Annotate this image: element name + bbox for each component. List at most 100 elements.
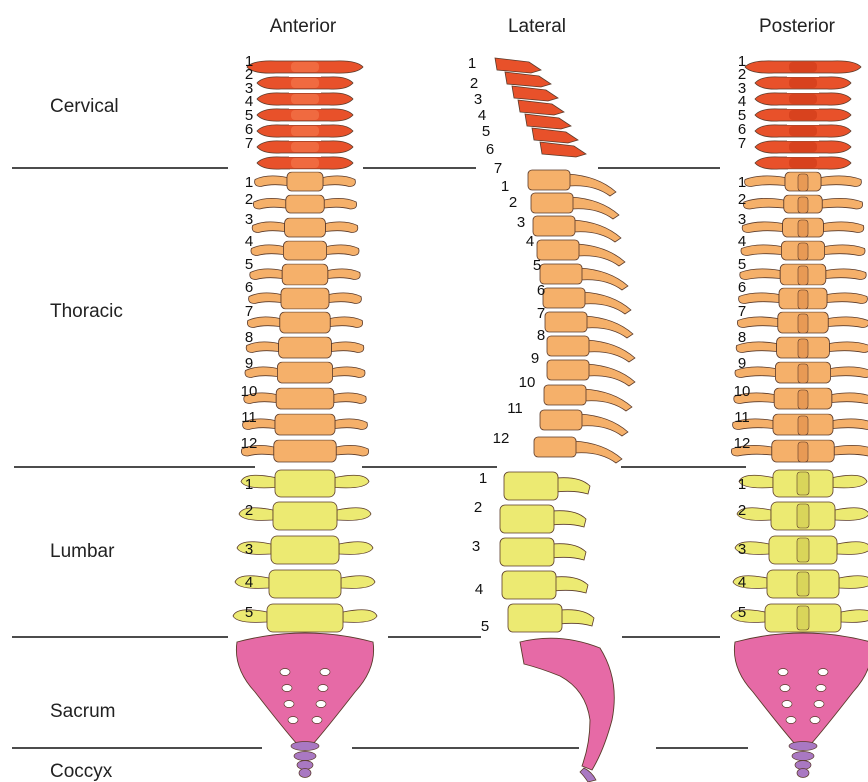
transverse-process (250, 269, 282, 280)
spinous-process (798, 390, 808, 409)
spinous-process (560, 610, 594, 626)
thoracic-vertebra (544, 385, 586, 405)
cervical-body (789, 158, 817, 168)
vertebra-number: 6 (486, 141, 494, 158)
transverse-process (832, 393, 868, 404)
vertebra-number: 10 (241, 383, 258, 400)
cervical-body (789, 110, 817, 120)
cervical-body (291, 110, 319, 120)
cervical-vertebra (505, 72, 551, 87)
cervical-body (789, 78, 817, 88)
spinous-process (798, 416, 808, 435)
vertebra-number: 4 (245, 233, 253, 250)
vertebra-number: 3 (517, 214, 525, 231)
cervical-body (789, 94, 817, 104)
cervical-body (789, 62, 817, 72)
thoracic-vertebra (279, 337, 332, 358)
label-sacrum: Sacrum (50, 701, 115, 722)
thoracic-vertebra (531, 193, 573, 213)
transverse-process (731, 610, 765, 623)
transverse-process (327, 245, 359, 256)
transverse-process (821, 176, 861, 187)
sacral-foramen (312, 717, 322, 724)
vertebra-number: 9 (245, 355, 253, 372)
cervical-body (291, 126, 319, 136)
spinous-process (797, 538, 809, 562)
spinous-process (798, 290, 808, 309)
coccyx-segment (291, 742, 319, 751)
spinous-process (587, 364, 635, 386)
thoracic-vertebra (547, 336, 589, 356)
spinous-process (577, 244, 625, 266)
sacral-foramen (316, 701, 326, 708)
spinous-process (797, 504, 809, 528)
transverse-process (841, 610, 868, 623)
thoracic-vertebra (281, 288, 329, 309)
transverse-process (331, 342, 363, 353)
spinous-process (798, 197, 808, 213)
spinous-process (798, 243, 808, 260)
lumbar-vertebra (502, 571, 556, 599)
coccyx-segment (294, 752, 316, 761)
vertebra-numbers-anterior: 123456712345678910111212345 (241, 53, 258, 621)
cervical-vertebra (525, 114, 571, 129)
vertebra-number: 3 (738, 541, 746, 558)
transverse-process (343, 610, 377, 623)
lumbar-vertebra (500, 538, 554, 566)
sacral-foramen (816, 685, 826, 692)
lumbar-vertebra (508, 604, 562, 632)
spinous-process (797, 606, 809, 630)
spinous-process (584, 389, 632, 411)
vertebra-number: 2 (245, 502, 253, 519)
vertebra-number: 11 (734, 409, 750, 426)
thoracic-vertebra (276, 388, 334, 409)
cervical-vertebra (540, 142, 586, 157)
thoracic-vertebra (285, 218, 326, 237)
sacral-foramen (280, 669, 290, 676)
vertebra-number: 1 (245, 174, 253, 191)
vertebra-number: 7 (245, 303, 253, 320)
spinous-process (798, 314, 808, 333)
vertebra-number: 2 (470, 75, 478, 92)
spinous-process (797, 572, 809, 596)
spinous-process (556, 478, 590, 494)
transverse-process (339, 542, 373, 555)
vertebra-number: 8 (245, 329, 253, 346)
sacrum-bone (520, 638, 614, 770)
transverse-process (839, 576, 868, 589)
sacral-foramen (318, 685, 328, 692)
transverse-process (251, 245, 283, 256)
vertebra-number: 10 (519, 374, 536, 391)
transverse-process (826, 269, 866, 280)
thoracic-vertebra (547, 360, 589, 380)
vertebra-number: 3 (738, 211, 746, 228)
transverse-process (335, 475, 369, 488)
transverse-process (831, 367, 868, 378)
vertebra-number: 3 (472, 538, 480, 555)
spinous-process (798, 174, 808, 191)
vertebra-number: 9 (531, 350, 539, 367)
transverse-process (324, 198, 356, 209)
vertebra-number: 2 (245, 191, 253, 208)
vertebra-number: 7 (245, 135, 253, 152)
vertebra-number: 9 (738, 355, 746, 372)
transverse-process (828, 317, 868, 328)
transverse-process (330, 317, 362, 328)
transverse-process (255, 176, 287, 187)
vertebra-number: 4 (738, 233, 746, 250)
lumbar-vertebra (271, 536, 339, 564)
sacral-foramen (320, 669, 330, 676)
transverse-process (336, 445, 368, 456)
vertebra-number: 6 (537, 282, 545, 299)
sacral-foramen (786, 717, 796, 724)
vertebra-number: 4 (738, 574, 746, 591)
coccyx-segment (792, 752, 814, 761)
transverse-process (745, 176, 785, 187)
transverse-process (335, 419, 367, 430)
lateral-spine (495, 58, 635, 782)
title-lateral: Lateral (508, 16, 566, 37)
vertebra-number: 2 (738, 502, 746, 519)
vertebra-number: 4 (475, 581, 483, 598)
vertebra-number: 1 (501, 178, 509, 195)
